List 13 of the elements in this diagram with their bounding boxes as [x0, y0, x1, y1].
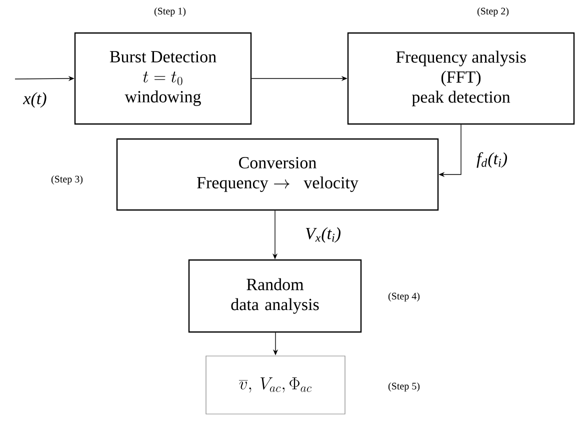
- edge-label: V$_{x}$(t$_{i}$): [306, 227, 340, 243]
- process-box: Frequency analysis (FFT) peak detection: [347, 32, 575, 125]
- step-label: (Step 3): [51, 175, 83, 185]
- edge-label: f$_{d}$(t$_{i}$): [476, 152, 507, 168]
- step-label: (Step 1): [154, 7, 186, 17]
- edge-label: x(t): [23, 92, 46, 108]
- step-label: (Step 4): [388, 292, 420, 302]
- step-label: (Step 5): [388, 382, 420, 392]
- process-box: Random data analysis: [188, 259, 362, 333]
- process-box: $\overline{v},\ V_{ac}, \Phi_{ac}$: [206, 356, 346, 414]
- process-box: Conversion $\mathrm{Frequency} \rightarrow\ \ \mathrm{velocity}$: [116, 138, 439, 211]
- step-label: (Step 2): [477, 7, 509, 17]
- process-box: Burst Detection $t = t_0$ windowing: [74, 32, 252, 125]
